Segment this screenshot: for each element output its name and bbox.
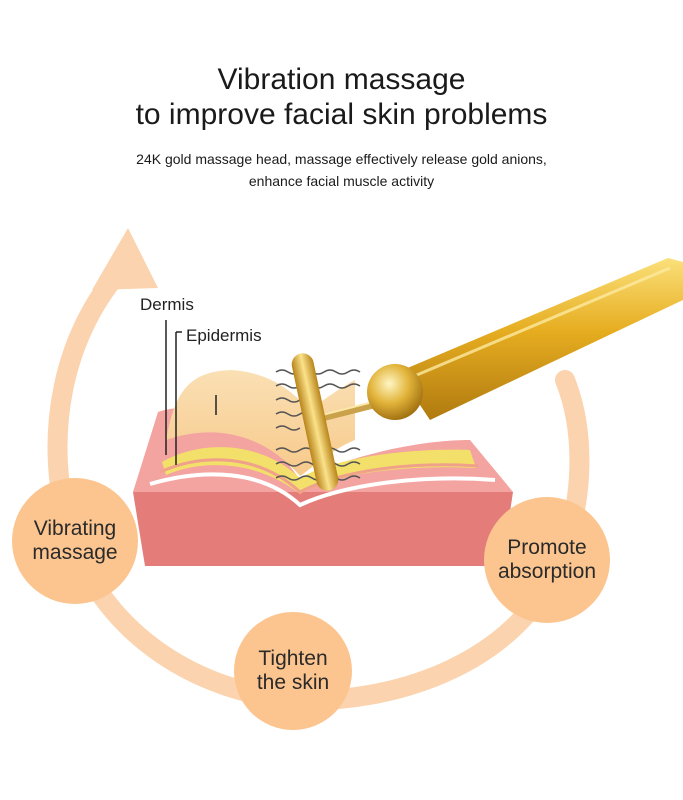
step-tighten-line2: the skin (256, 671, 330, 694)
page-subtitle: 24K gold massage head, massage effective… (0, 148, 683, 192)
title-line-1: Vibration massage (217, 63, 466, 96)
step-promote-line2: absorption (497, 560, 597, 583)
wand-handle (398, 258, 683, 420)
dermis-layer (166, 370, 355, 476)
skin-cross-section (133, 370, 513, 566)
arrow-head-icon (92, 228, 158, 290)
wand-t-head (291, 353, 339, 491)
page-title: Vibration massage to improve facial skin… (0, 62, 683, 132)
wand-ball-head (367, 364, 423, 420)
gold-massage-wand (291, 258, 683, 491)
step-promote-absorption: Promote absorption (484, 497, 610, 623)
skin-block-front (133, 492, 513, 566)
epidermis-label: Epidermis (186, 326, 262, 345)
step-promote-line1: Promote (507, 536, 587, 559)
subtitle-line-1: 24K gold massage head, massage effective… (136, 151, 547, 167)
step-tighten-line1: Tighten (258, 647, 328, 670)
step-vibrating-line2: massage (32, 541, 118, 564)
step-vibrating-line1: Vibrating (33, 517, 117, 540)
title-line-2: to improve facial skin problems (135, 98, 548, 131)
subtitle-line-2: enhance facial muscle activity (248, 173, 435, 189)
step-tighten-skin: Tighten the skin (234, 612, 352, 730)
step-vibrating-massage: Vibrating massage (12, 478, 138, 604)
dermis-label: Dermis (140, 295, 194, 314)
